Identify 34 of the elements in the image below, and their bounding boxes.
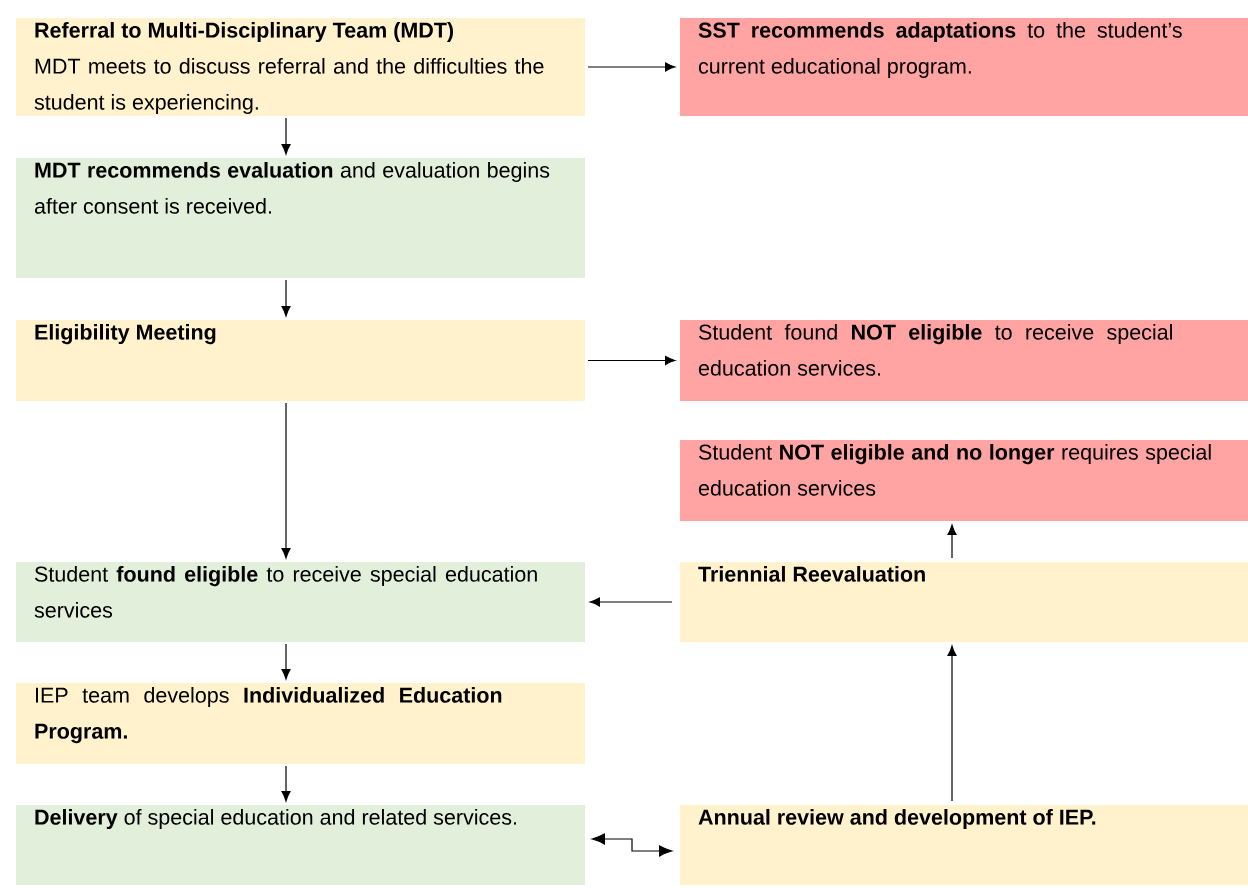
- arrow: [281, 117, 291, 155]
- process-box: [680, 440, 1248, 521]
- box-text: MDT meets to discuss referral and the difficulties the student is experiencing.: [34, 58, 544, 115]
- process-box: [680, 18, 1248, 116]
- process-box: [16, 158, 585, 278]
- box-text: IEP team develops Individualized Education Program.: [35, 687, 502, 744]
- arrow: [587, 356, 676, 365]
- process-box: [16, 18, 585, 116]
- arrow: [589, 597, 673, 607]
- box-text: MDT recommends evaluation and evaluation begins after consent is received.: [34, 162, 550, 214]
- box-text: Eligibility Meeting: [35, 324, 216, 345]
- arrow: [947, 524, 957, 559]
- box-text: Triennial Reevaluation: [698, 566, 925, 582]
- box-text: Student found NOT eligible to receive special education services.: [698, 324, 1172, 376]
- process-box: [16, 320, 585, 401]
- process-box: [16, 805, 585, 885]
- box-text: Delivery of special education and related services.: [35, 809, 516, 830]
- arrow: [947, 645, 957, 802]
- box-text: Student found eligible to receive special education services: [34, 566, 537, 618]
- process-box: [680, 320, 1248, 401]
- box-text: SST recommends adaptations to the student’s current educational program.: [698, 22, 1182, 79]
- process-box: [680, 562, 1248, 642]
- arrow: [281, 402, 291, 559]
- arrow: [591, 833, 673, 857]
- box-heading: Referral to Multi-Disciplinary Team (MDT): [35, 22, 453, 43]
- arrow: [281, 765, 291, 802]
- arrow: [281, 643, 291, 680]
- arrow: [281, 279, 291, 317]
- box-text: Annual review and development of IEP.: [698, 809, 1096, 830]
- process-box: [680, 805, 1248, 885]
- arrow: [587, 62, 676, 72]
- process-box: [16, 562, 585, 642]
- box-text: Student NOT eligible and no longer requires special education services: [698, 444, 1211, 496]
- process-box: [16, 683, 585, 764]
